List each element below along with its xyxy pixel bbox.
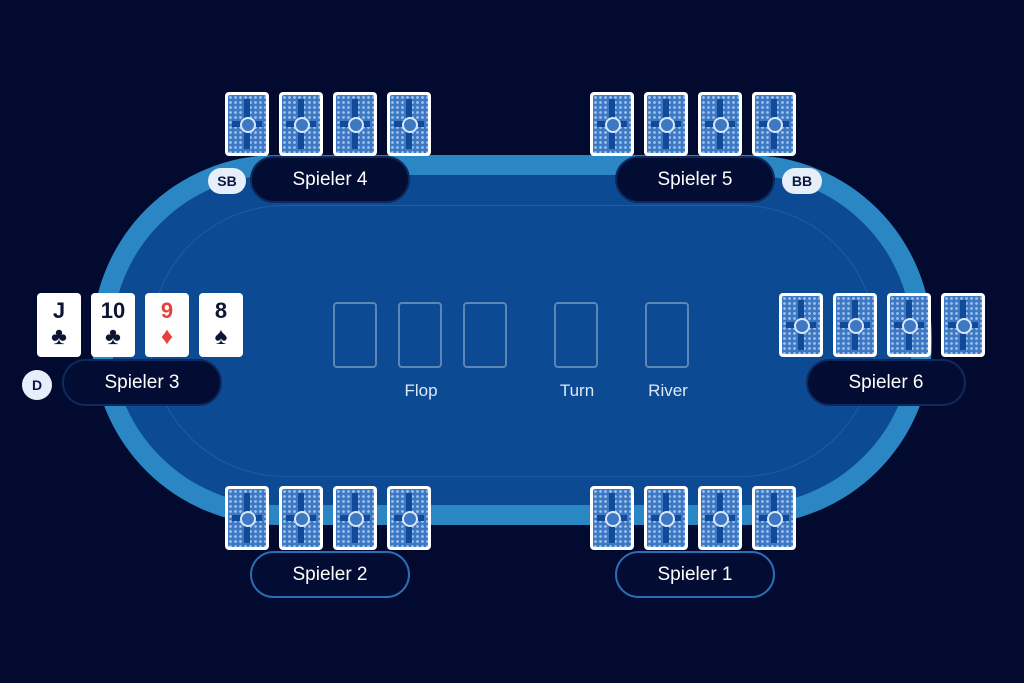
player-1-seat[interactable]: Spieler 1 bbox=[615, 551, 775, 598]
turn-label: Turn bbox=[559, 381, 595, 400]
flop-slot-2 bbox=[398, 302, 442, 368]
card-back bbox=[279, 92, 323, 156]
river-slot bbox=[645, 302, 689, 368]
table-inner-line bbox=[150, 205, 876, 477]
card-rank: 9 bbox=[160, 298, 174, 323]
card-back bbox=[387, 92, 431, 156]
flop-slot-3 bbox=[463, 302, 507, 368]
diamond-icon: ♦ bbox=[160, 323, 174, 350]
card-rank: J bbox=[52, 298, 66, 323]
card-back bbox=[698, 486, 742, 550]
club-icon: ♣ bbox=[105, 323, 121, 350]
card-back bbox=[752, 486, 796, 550]
spade-icon: ♠ bbox=[214, 323, 228, 350]
card-back bbox=[644, 92, 688, 156]
hole-card: J♣ bbox=[37, 293, 81, 357]
card-back bbox=[752, 92, 796, 156]
hole-card: 9♦ bbox=[145, 293, 189, 357]
player-6-seat[interactable]: Spieler 6 bbox=[806, 359, 966, 406]
flop-slot-1 bbox=[333, 302, 377, 368]
card-back bbox=[225, 92, 269, 156]
player-5-seat[interactable]: Spieler 5 bbox=[615, 156, 775, 203]
small-blind-badge: SB bbox=[208, 168, 246, 194]
turn-slot bbox=[554, 302, 598, 368]
card-back bbox=[779, 293, 823, 357]
card-back bbox=[333, 92, 377, 156]
card-rank: 8 bbox=[214, 298, 228, 323]
river-label: River bbox=[648, 381, 688, 400]
big-blind-badge: BB bbox=[782, 168, 822, 194]
card-rank: 10 bbox=[100, 298, 126, 323]
hole-card: 8♠ bbox=[199, 293, 243, 357]
card-back bbox=[225, 486, 269, 550]
card-back bbox=[333, 486, 377, 550]
card-back bbox=[833, 293, 877, 357]
flop-label: Flop bbox=[404, 381, 438, 400]
card-back bbox=[279, 486, 323, 550]
card-back bbox=[941, 293, 985, 357]
player-2-seat[interactable]: Spieler 2 bbox=[250, 551, 410, 598]
card-back bbox=[698, 92, 742, 156]
dealer-button: D bbox=[22, 370, 52, 400]
card-back bbox=[590, 486, 634, 550]
card-back bbox=[644, 486, 688, 550]
card-back bbox=[887, 293, 931, 357]
club-icon: ♣ bbox=[51, 323, 67, 350]
player-4-seat[interactable]: Spieler 4 bbox=[250, 156, 410, 203]
card-back bbox=[387, 486, 431, 550]
player-3-seat[interactable]: Spieler 3 bbox=[62, 359, 222, 406]
card-back bbox=[590, 92, 634, 156]
hole-card: 10♣ bbox=[91, 293, 135, 357]
